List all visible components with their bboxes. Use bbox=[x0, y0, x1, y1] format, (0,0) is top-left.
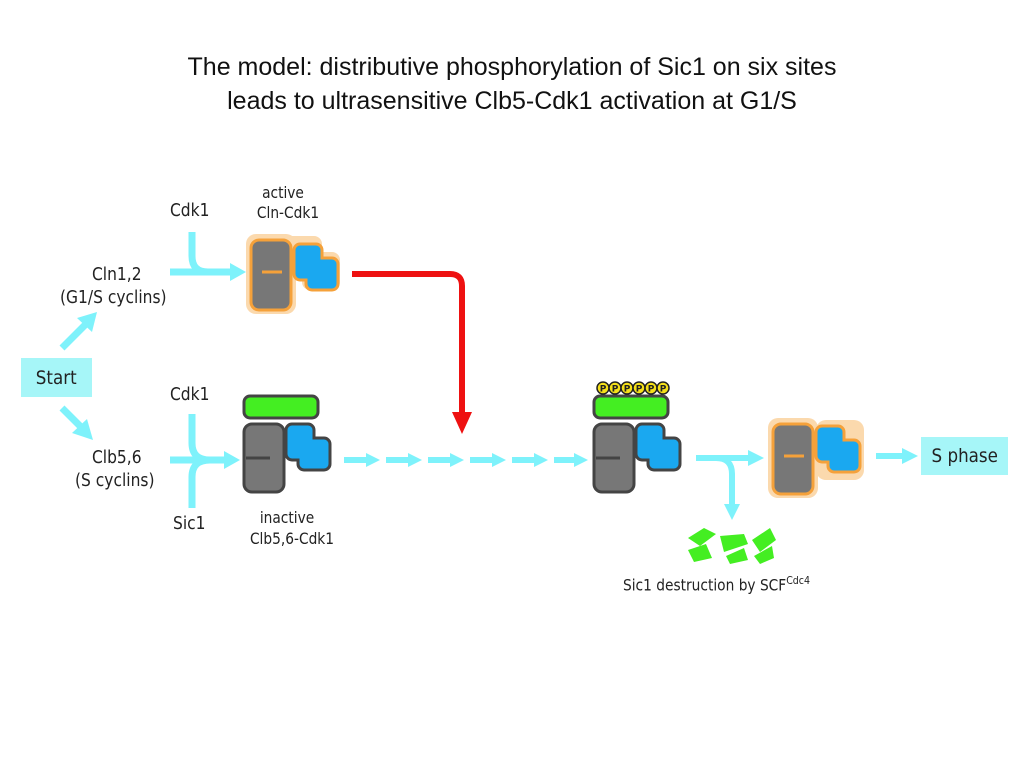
inactive-label-line1: inactive bbox=[259, 508, 315, 527]
s-phase-box: S phase bbox=[921, 437, 1008, 475]
phospho-label-6: P bbox=[660, 385, 667, 395]
cdk1-bottom-label: Cdk1 bbox=[170, 384, 210, 405]
phospho-sites: P P P P P P bbox=[596, 381, 670, 395]
cdk1-top-label: Cdk1 bbox=[170, 200, 210, 221]
active-label-line1: active bbox=[262, 183, 304, 202]
active-cln-cdk1-complex bbox=[246, 234, 340, 314]
red-activation-arrow bbox=[352, 271, 472, 434]
inactive-label-line2: Clb5,6-Cdk1 bbox=[249, 529, 335, 548]
cln-label-line1: Cln1,2 bbox=[92, 264, 142, 285]
destruction-text: Sic1 destruction by SCF bbox=[623, 575, 787, 595]
phospho-site-6 bbox=[656, 381, 670, 395]
sic1-fragments bbox=[688, 528, 776, 564]
active-label-line2: Cln-Cdk1 bbox=[256, 203, 320, 222]
start-box: Start bbox=[21, 358, 92, 397]
phospho-label-4: P bbox=[636, 385, 643, 395]
start-label: Start bbox=[36, 366, 77, 389]
arrow-start-to-cln bbox=[59, 312, 97, 351]
cln-label-line2: (G1/S cyclins) bbox=[60, 287, 167, 308]
phospho-label-3: P bbox=[624, 385, 631, 395]
phosphorylated-sic1-complex bbox=[592, 394, 682, 494]
clb-label-line1: Clb5,6 bbox=[92, 447, 142, 468]
arrow-clb-cdk1-sic1-merge bbox=[170, 414, 240, 508]
arrow-to-s-phase bbox=[876, 448, 918, 464]
arrow-cln-cdk1-merge bbox=[170, 232, 246, 281]
title-line-1: The model: distributive phosphorylation … bbox=[187, 53, 837, 81]
clb-label-line2: (S cyclins) bbox=[75, 470, 155, 491]
destruction-caption: Sic1 destruction by SCFCdc4 bbox=[623, 571, 810, 594]
phosphorylation-steps-arrows bbox=[344, 453, 588, 467]
phospho-label-1: P bbox=[600, 385, 607, 395]
inactive-clb-cdk1-complex bbox=[242, 394, 332, 494]
slide-title: The model: distributive phosphorylation … bbox=[0, 50, 1024, 118]
arrow-release-and-destruction bbox=[696, 450, 764, 520]
destruction-superscript: Cdc4 bbox=[786, 574, 811, 587]
phospho-label-5: P bbox=[648, 385, 655, 395]
active-clb5-cdk1-complex bbox=[768, 418, 864, 498]
phospho-label-2: P bbox=[612, 385, 619, 395]
arrow-start-to-clb bbox=[59, 405, 93, 440]
s-phase-label: S phase bbox=[931, 445, 998, 467]
sic1-label: Sic1 bbox=[173, 513, 206, 534]
title-line-2: leads to ultrasensitive Clb5-Cdk1 activa… bbox=[227, 87, 797, 115]
